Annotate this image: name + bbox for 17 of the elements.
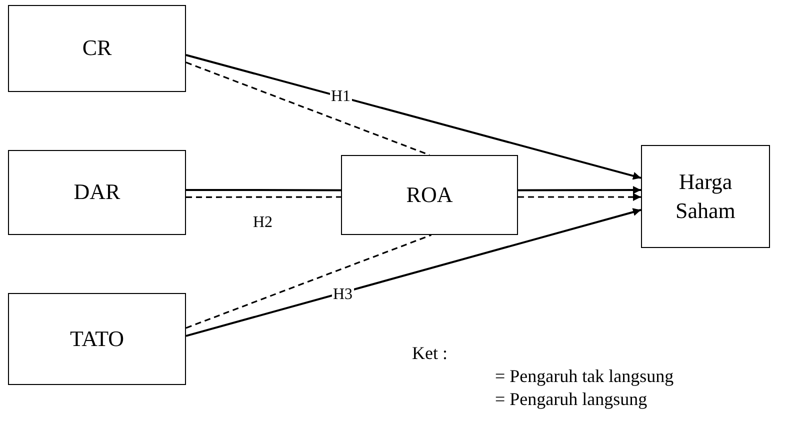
variable-box — [8, 150, 186, 235]
variable-box — [341, 155, 518, 235]
arrow — [518, 186, 641, 194]
dashed-arrow — [518, 193, 641, 202]
legend-text: = Pengaruh langsung — [495, 389, 648, 410]
arrow — [186, 54, 642, 180]
variable-box — [641, 145, 770, 248]
variable-box — [8, 5, 186, 92]
variable-name: DAR — [74, 178, 120, 206]
legend-text: = Pengaruh tak langsung — [495, 366, 674, 387]
legend-heading: Ket : — [412, 343, 448, 364]
arrow — [186, 208, 642, 337]
variable-name: TATO — [70, 324, 124, 353]
variable-name: Harga Saham — [674, 168, 736, 224]
variable-name: CR — [82, 34, 112, 62]
variable-name: ROA — [406, 180, 453, 209]
variable-box — [8, 293, 186, 385]
